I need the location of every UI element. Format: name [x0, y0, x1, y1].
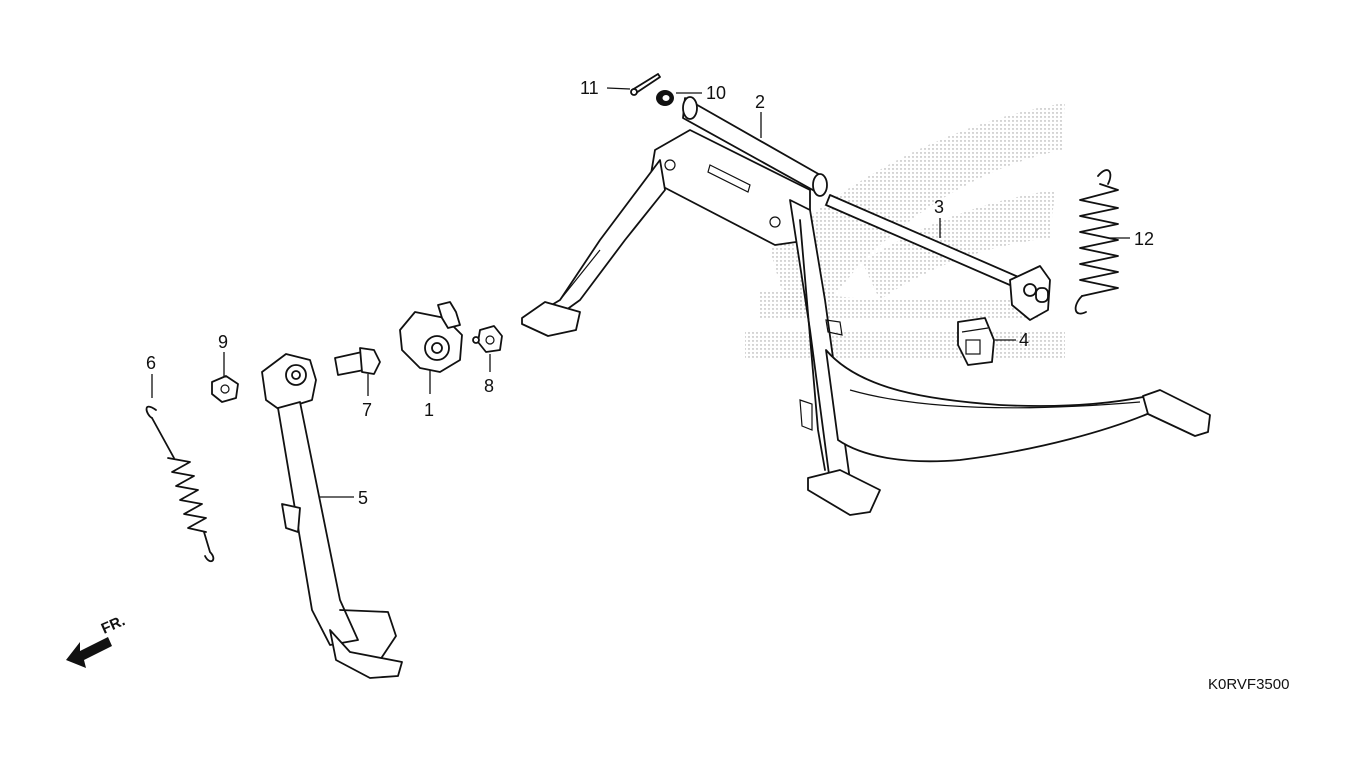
callout-5: 5 [358, 488, 368, 508]
callout-8: 8 [484, 376, 494, 396]
part-11-cotter-pin [630, 73, 661, 96]
callouts: 11 10 2 3 12 4 6 9 7 1 8 5 [146, 78, 1154, 508]
part-8-nut [472, 325, 503, 353]
callout-6: 6 [146, 353, 156, 373]
part-9-collar [211, 375, 239, 403]
callout-1: 1 [424, 400, 434, 420]
part-10-washer [656, 90, 674, 106]
part-2-main-stand [521, 96, 1211, 516]
callout-3: 3 [934, 197, 944, 217]
part-5-side-stand [261, 353, 403, 679]
callout-4: 4 [1019, 330, 1029, 350]
direction-label: FR. [99, 612, 128, 637]
part-12-spring [1074, 169, 1119, 315]
callout-12: 12 [1134, 229, 1154, 249]
part-3-pivot-shaft [825, 194, 1051, 321]
callout-11: 11 [580, 78, 599, 98]
callout-2: 2 [755, 92, 765, 112]
part-4-stopper-rubber [957, 317, 995, 366]
callout-9: 9 [218, 332, 228, 352]
part-6-side-stand-spring [145, 405, 215, 563]
brand-watermark-wing [745, 103, 1065, 360]
part-1-side-stand-switch [399, 301, 463, 373]
front-direction-arrow: FR. [66, 612, 128, 668]
callout-10: 10 [706, 83, 726, 103]
part-7-pivot-bolt [334, 347, 381, 376]
callout-7: 7 [362, 400, 372, 420]
drawing-code: K0RVF3500 [1208, 676, 1289, 693]
